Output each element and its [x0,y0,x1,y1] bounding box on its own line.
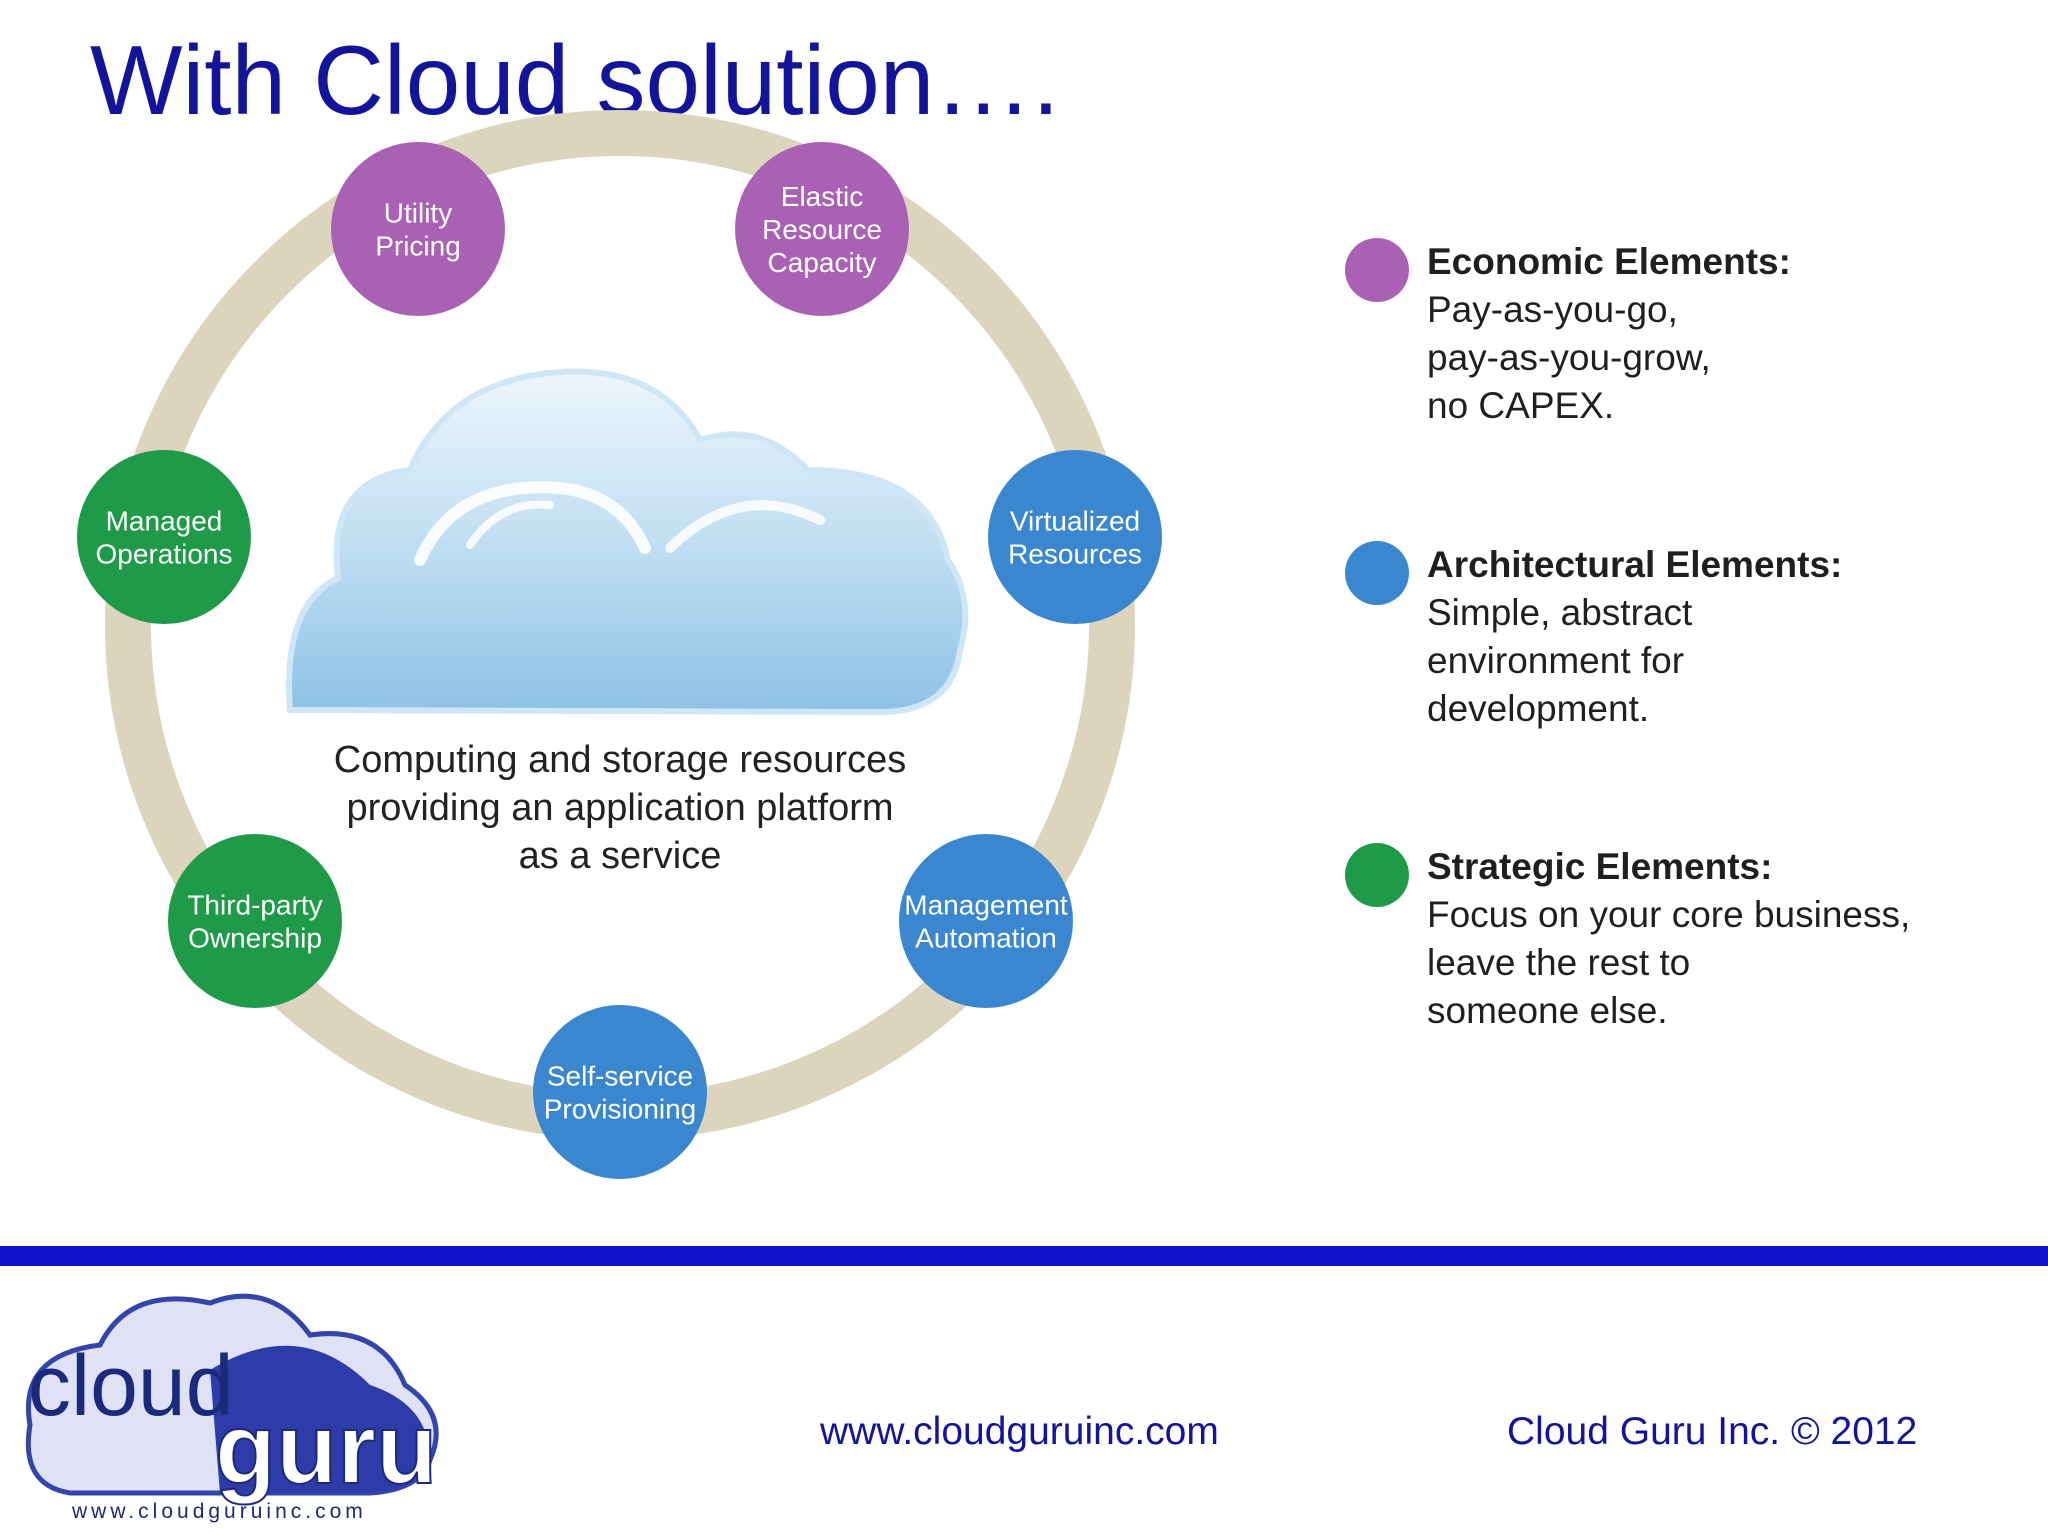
logo-word-cloud: cloud [28,1338,234,1434]
node-label: Automation [915,923,1057,954]
legend-line: no CAPEX. [1427,385,1615,426]
legend-heading: Strategic Elements: [1427,846,1773,887]
legend-heading: Architectural Elements: [1427,544,1843,585]
legend-line: pay-as-you-grow, [1427,337,1711,378]
legend-line: Focus on your core business, [1427,894,1911,935]
legend-line: Simple, abstract [1427,592,1693,633]
node-label: Capacity [768,247,877,278]
architectural-dot-icon [1345,541,1409,605]
economic-dot-icon [1345,238,1409,302]
center-caption-line: providing an application platform [346,787,893,829]
legend-line: environment for [1427,640,1685,681]
node-circle [533,1005,707,1179]
node-label: Self-service [547,1061,693,1092]
legend-line: leave the rest to [1427,942,1691,983]
legend-line: someone else. [1427,990,1668,1031]
legend-line: development. [1427,688,1650,729]
node-label: Resource [762,214,882,245]
node-label: Ownership [188,923,322,954]
node-label: Pricing [375,231,461,262]
node-label: Managed [106,506,223,537]
node-label: Management [904,890,1068,921]
center-caption-line: Computing and storage resources [334,739,906,781]
node-label: Provisioning [544,1094,697,1125]
logo-word-guru: guru [215,1393,437,1505]
legend-heading: Economic Elements: [1427,241,1791,282]
center-caption-line: as a service [519,835,722,877]
strategic-dot-icon [1345,843,1409,907]
node-label: Utility [384,198,452,229]
footer-url[interactable]: www.cloudguruinc.com [820,1410,1219,1453]
node-label: Elastic [781,181,863,212]
node-circle [77,450,251,624]
node-circle [899,834,1073,1008]
cloud-graphic [286,368,969,716]
node-circle [735,142,909,316]
footer-copyright: Cloud Guru Inc. © 2012 [1507,1410,1918,1453]
node-label: Operations [96,539,233,570]
node-label: Resources [1008,539,1142,570]
legend-line: Pay-as-you-go, [1427,289,1678,330]
node-circle [988,450,1162,624]
node-circle [331,142,505,316]
footer-divider [0,1246,2048,1266]
logo-tagline: www.cloudguruinc.com [71,1500,367,1523]
node-label: Third-party [187,890,322,921]
node-circle [168,834,342,1008]
cloudguru-logo: cloud guru www.cloudguruinc.com [25,1293,439,1523]
node-label: Virtualized [1010,506,1140,537]
